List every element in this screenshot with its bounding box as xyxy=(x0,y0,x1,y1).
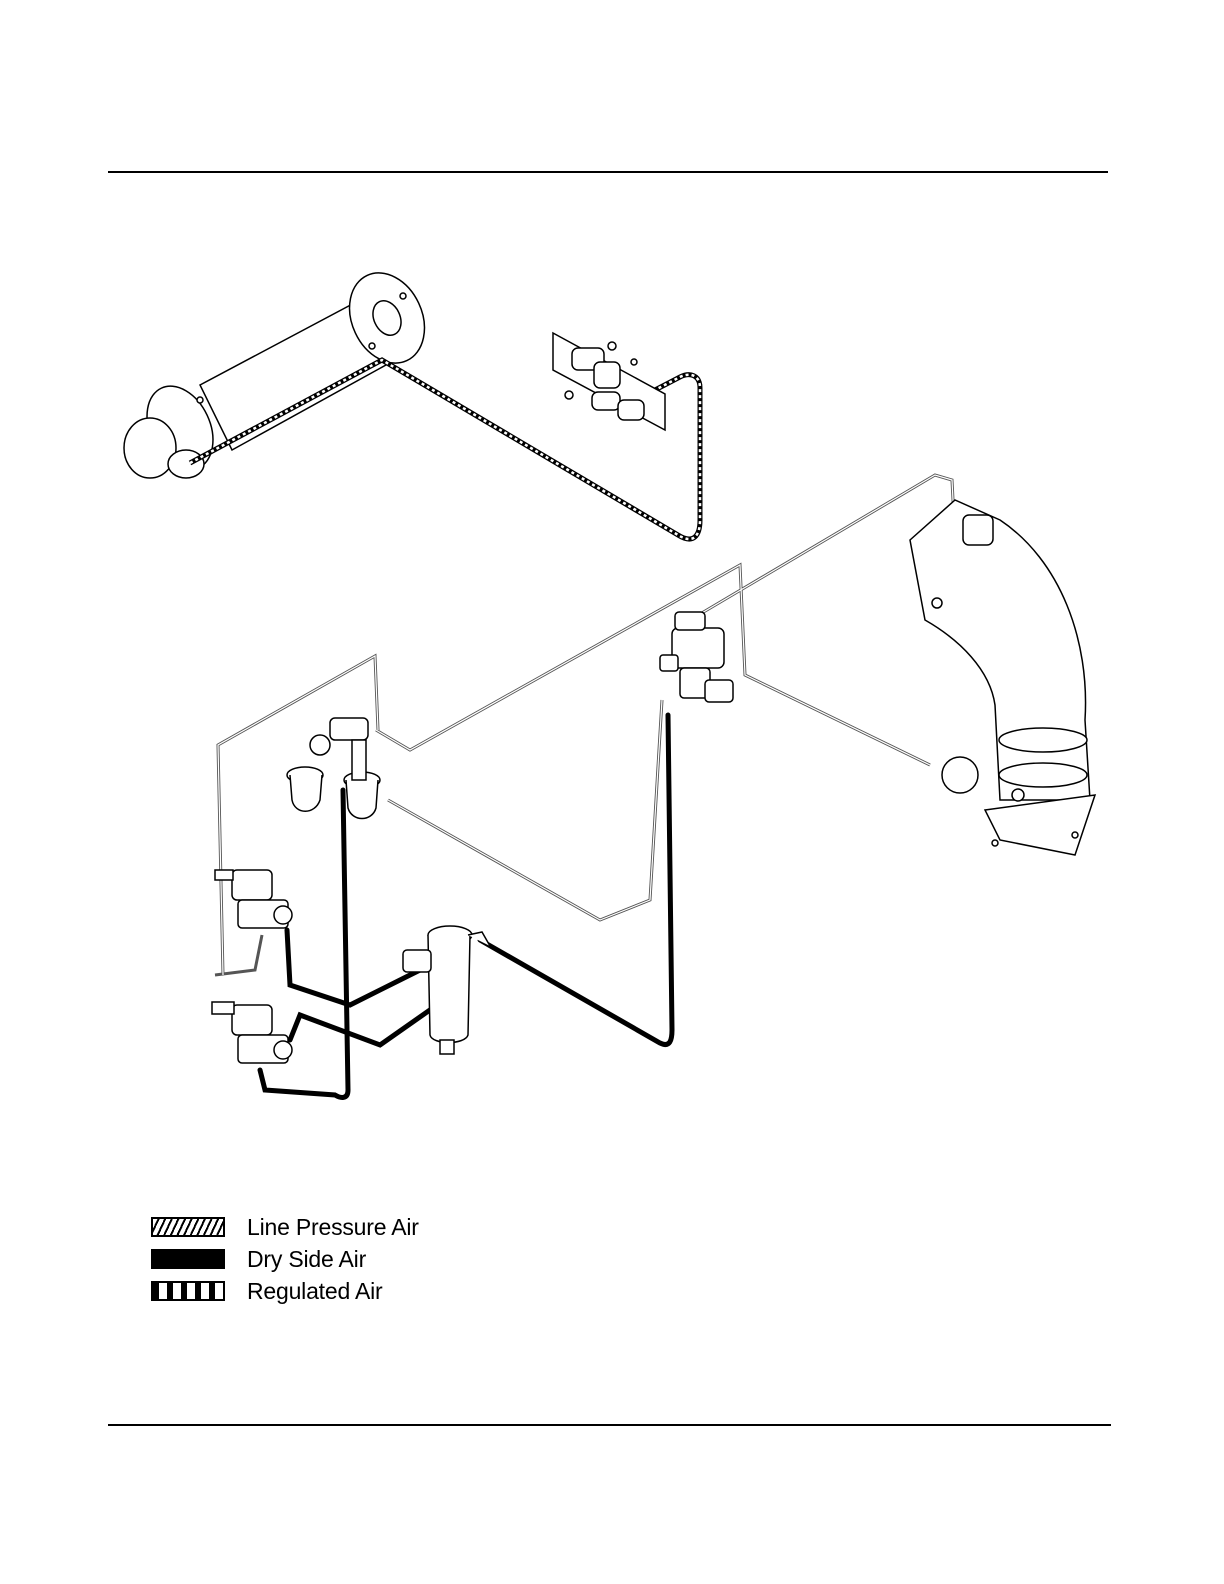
regulated-swatch xyxy=(151,1281,225,1301)
legend-item-line-pressure: Line Pressure Air xyxy=(151,1211,419,1243)
air-filter xyxy=(403,926,490,1054)
legend-label: Dry Side Air xyxy=(247,1246,366,1273)
legend-item-dry-side: Dry Side Air xyxy=(151,1243,419,1275)
valve-manifold-plate xyxy=(553,333,665,430)
pressure-regulators xyxy=(287,718,380,819)
control-valve xyxy=(660,612,733,702)
footer-rule xyxy=(108,1424,1111,1426)
dry-side-swatch xyxy=(151,1249,225,1269)
legend-item-regulated: Regulated Air xyxy=(151,1275,419,1307)
legend-label: Regulated Air xyxy=(247,1278,383,1305)
legend-label: Line Pressure Air xyxy=(247,1214,419,1241)
line-pressure-swatch xyxy=(151,1217,225,1237)
air-legend: Line Pressure Air Dry Side Air Regulated… xyxy=(151,1211,419,1307)
cylinder-actuator xyxy=(124,261,439,481)
discharge-elbow-pipe xyxy=(910,500,1095,855)
